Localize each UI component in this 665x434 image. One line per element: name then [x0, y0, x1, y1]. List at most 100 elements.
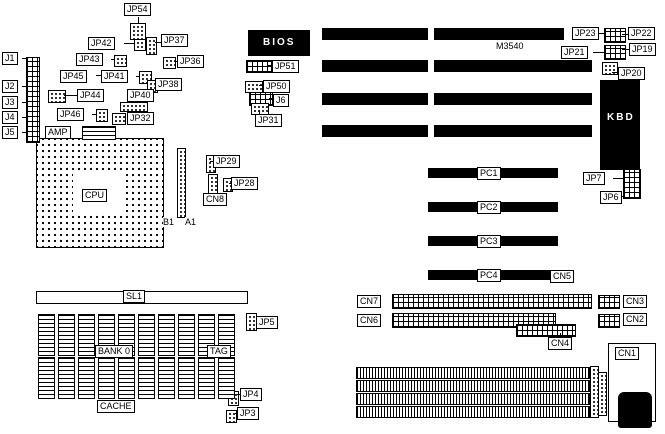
label-j6: J6	[273, 94, 289, 107]
isa-slot-2-left	[322, 60, 428, 72]
label-cn8: CN8	[203, 193, 228, 206]
cn4-pin-header	[516, 324, 576, 337]
connector-line	[210, 161, 213, 162]
isa-slot-3-left	[322, 93, 428, 105]
cache-sram-chip	[78, 314, 95, 356]
label-jp37: JP37	[161, 34, 188, 47]
connector-line	[268, 65, 273, 66]
jp44-jumper	[48, 90, 66, 103]
connector-line	[138, 17, 139, 24]
connector-line	[111, 59, 115, 60]
cache-sram-chip	[58, 357, 75, 399]
label-sl1: SL1	[123, 290, 146, 303]
connector-line	[22, 117, 27, 118]
label-jp51: JP51	[272, 60, 299, 73]
label-j4: J4	[2, 111, 18, 124]
label-amp: AMP	[45, 126, 71, 139]
cache-sram-chip	[218, 357, 235, 399]
cache-sram-chip	[118, 357, 135, 399]
label-jp45: JP45	[60, 70, 87, 83]
label-jp4: JP4	[240, 388, 262, 401]
connector-line	[22, 86, 27, 87]
keyboard-din-connector	[618, 392, 652, 428]
label-jp23: JP23	[572, 27, 599, 40]
isa-slot-2-right	[434, 60, 592, 72]
jp37-jumper	[146, 37, 157, 55]
isa-slot-1-left	[322, 28, 428, 40]
cn6-pin-header	[392, 313, 556, 328]
jp23-jp22-pins	[604, 28, 626, 43]
cn2-pins	[598, 314, 620, 328]
label-jp29: JP29	[213, 155, 240, 168]
jp46-jumper	[96, 109, 108, 122]
cache-sram-chip	[178, 357, 195, 399]
b1-a1-pin-strip	[177, 148, 186, 218]
cache-sram-chip	[138, 314, 155, 356]
cn3-pins	[598, 295, 620, 309]
label-j3: J3	[2, 96, 18, 109]
connector-line	[174, 61, 178, 62]
label-cn5: CN5	[550, 270, 575, 283]
label-pc3: PC3	[477, 235, 501, 248]
label-j1: J1	[2, 52, 18, 65]
connector-line	[155, 42, 161, 43]
isa-slot-4-right	[434, 125, 592, 137]
connector-line	[259, 110, 260, 115]
dram-simm-slot	[356, 380, 590, 392]
jp3-jumper	[226, 410, 237, 423]
label-jp28: JP28	[231, 177, 258, 190]
cache-sram-chip	[98, 357, 115, 399]
label-cn1: CN1	[615, 347, 640, 360]
connector-line	[560, 333, 561, 338]
bios-chip	[248, 30, 310, 56]
label-bank0: BANK 0	[95, 345, 134, 358]
j1-j5-pin-header	[26, 57, 40, 143]
isa-slot-3-right	[434, 93, 592, 105]
label-jp6: JP6	[600, 191, 622, 204]
connector-line	[22, 102, 27, 103]
jp43-jumper	[114, 55, 127, 67]
label-cn4: CN4	[548, 337, 573, 350]
connector-line	[229, 183, 231, 184]
jp42-jumper	[134, 39, 146, 51]
connector-line	[622, 34, 629, 35]
jp51-pins	[246, 60, 272, 73]
cn8-pins	[208, 174, 218, 194]
dram-simm-slot	[356, 367, 590, 379]
connector-line	[235, 413, 237, 414]
cache-sram-chip	[38, 314, 55, 356]
label-jp42: JP42	[88, 37, 115, 50]
cache-sram-chip	[138, 357, 155, 399]
label-jp54: JP54	[124, 3, 151, 16]
connector-line	[22, 132, 27, 133]
label-cn3: CN3	[623, 295, 648, 308]
connector-line	[64, 95, 77, 96]
label-a1: A1	[185, 217, 197, 227]
dram-simm-slot	[356, 393, 590, 405]
label-jp50: JP50	[263, 80, 290, 93]
label-jp31: JP31	[255, 114, 282, 127]
label-jp38: JP38	[155, 78, 182, 91]
cache-sram-chip	[78, 357, 95, 399]
connector-line	[269, 98, 274, 99]
cn7-pin-header	[392, 294, 592, 309]
kbd-chip	[600, 80, 640, 170]
label-jp41: JP41	[101, 70, 128, 83]
jp32-jumper	[112, 113, 126, 125]
connector-line	[622, 49, 630, 50]
j6-pins	[249, 92, 273, 106]
label-bios: BIOS	[263, 37, 296, 48]
label-jp21: JP21	[561, 46, 588, 59]
label-cache: CACHE	[97, 400, 135, 413]
label-jp22: JP22	[628, 27, 655, 40]
label-jp20: JP20	[618, 67, 645, 80]
label-pc2: PC2	[477, 201, 501, 214]
label-jp46: JP46	[57, 108, 84, 121]
jp7-jp6-pins	[623, 169, 641, 199]
cache-sram-chip	[158, 314, 175, 356]
label-cn6: CN6	[357, 314, 382, 327]
jp36-jumper	[163, 57, 176, 69]
jp20-jumper	[602, 62, 618, 75]
label-kbd: KBD	[607, 112, 635, 123]
